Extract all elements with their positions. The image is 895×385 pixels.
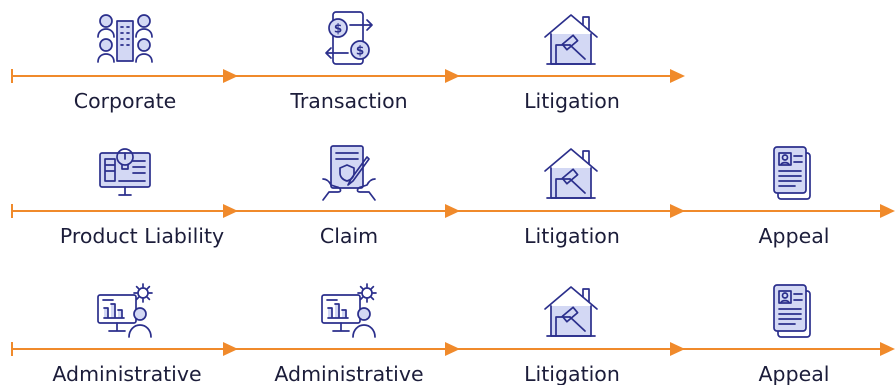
stage-label: Administrative xyxy=(52,362,201,385)
stage-corporate: Corporate xyxy=(74,14,176,113)
house-gavel-icon xyxy=(544,148,598,199)
arrowhead xyxy=(223,342,238,356)
stage-litigation: Litigation xyxy=(524,14,620,113)
stage-label: Product Liability xyxy=(60,224,224,248)
row-3-arrowheads xyxy=(223,342,895,356)
stage-litigation: Litigation xyxy=(524,286,620,385)
money-exchange-icon xyxy=(325,11,373,65)
row-3: Administrative Administrative Litigation… xyxy=(11,283,895,385)
stage-administrative: Administrative xyxy=(52,283,202,385)
arrowhead xyxy=(670,342,685,356)
appeal-document-icon xyxy=(773,146,811,200)
house-gavel-icon xyxy=(544,14,598,65)
arrowhead xyxy=(670,204,685,218)
stage-claim: Claim xyxy=(320,145,378,248)
stage-product-liability: Product Liability xyxy=(60,148,224,248)
row-2-arrowheads xyxy=(223,204,895,218)
stage-label: Litigation xyxy=(524,362,620,385)
stage-label: Appeal xyxy=(759,362,830,385)
stage-label: Administrative xyxy=(274,362,423,385)
arrowhead xyxy=(880,342,895,356)
stage-appeal: Appeal xyxy=(759,284,830,385)
stage-label: Transaction xyxy=(289,89,407,113)
administrative-monitor-gear-icon xyxy=(97,283,153,338)
arrowhead xyxy=(445,69,460,83)
stage-litigation: Litigation xyxy=(524,148,620,248)
stage-label: Claim xyxy=(320,224,378,248)
administrative-monitor-gear-icon xyxy=(321,283,377,338)
corporate-people-building-icon xyxy=(97,14,153,63)
stage-label: Corporate xyxy=(74,89,176,113)
house-gavel-icon xyxy=(544,286,598,337)
appeal-document-icon xyxy=(773,284,811,338)
arrowhead xyxy=(223,204,238,218)
stage-label: Litigation xyxy=(524,224,620,248)
stage-administrative: Administrative xyxy=(274,283,424,385)
arrowhead xyxy=(223,69,238,83)
arrowhead xyxy=(880,204,895,218)
row-1-arrowheads xyxy=(223,69,685,83)
stage-label: Litigation xyxy=(524,89,620,113)
row-2: Product Liability Claim Litigation Appea… xyxy=(11,145,895,248)
stage-appeal: Appeal xyxy=(759,146,830,248)
arrowhead xyxy=(445,342,460,356)
claim-document-hand-icon xyxy=(322,145,376,201)
arrowhead xyxy=(670,69,685,83)
product-blueprint-monitor-icon xyxy=(99,148,151,196)
arrowhead xyxy=(445,204,460,218)
row-1: Corporate Transaction Litigation xyxy=(11,11,685,113)
stage-label: Appeal xyxy=(759,224,830,248)
stage-transaction: Transaction xyxy=(289,11,408,113)
